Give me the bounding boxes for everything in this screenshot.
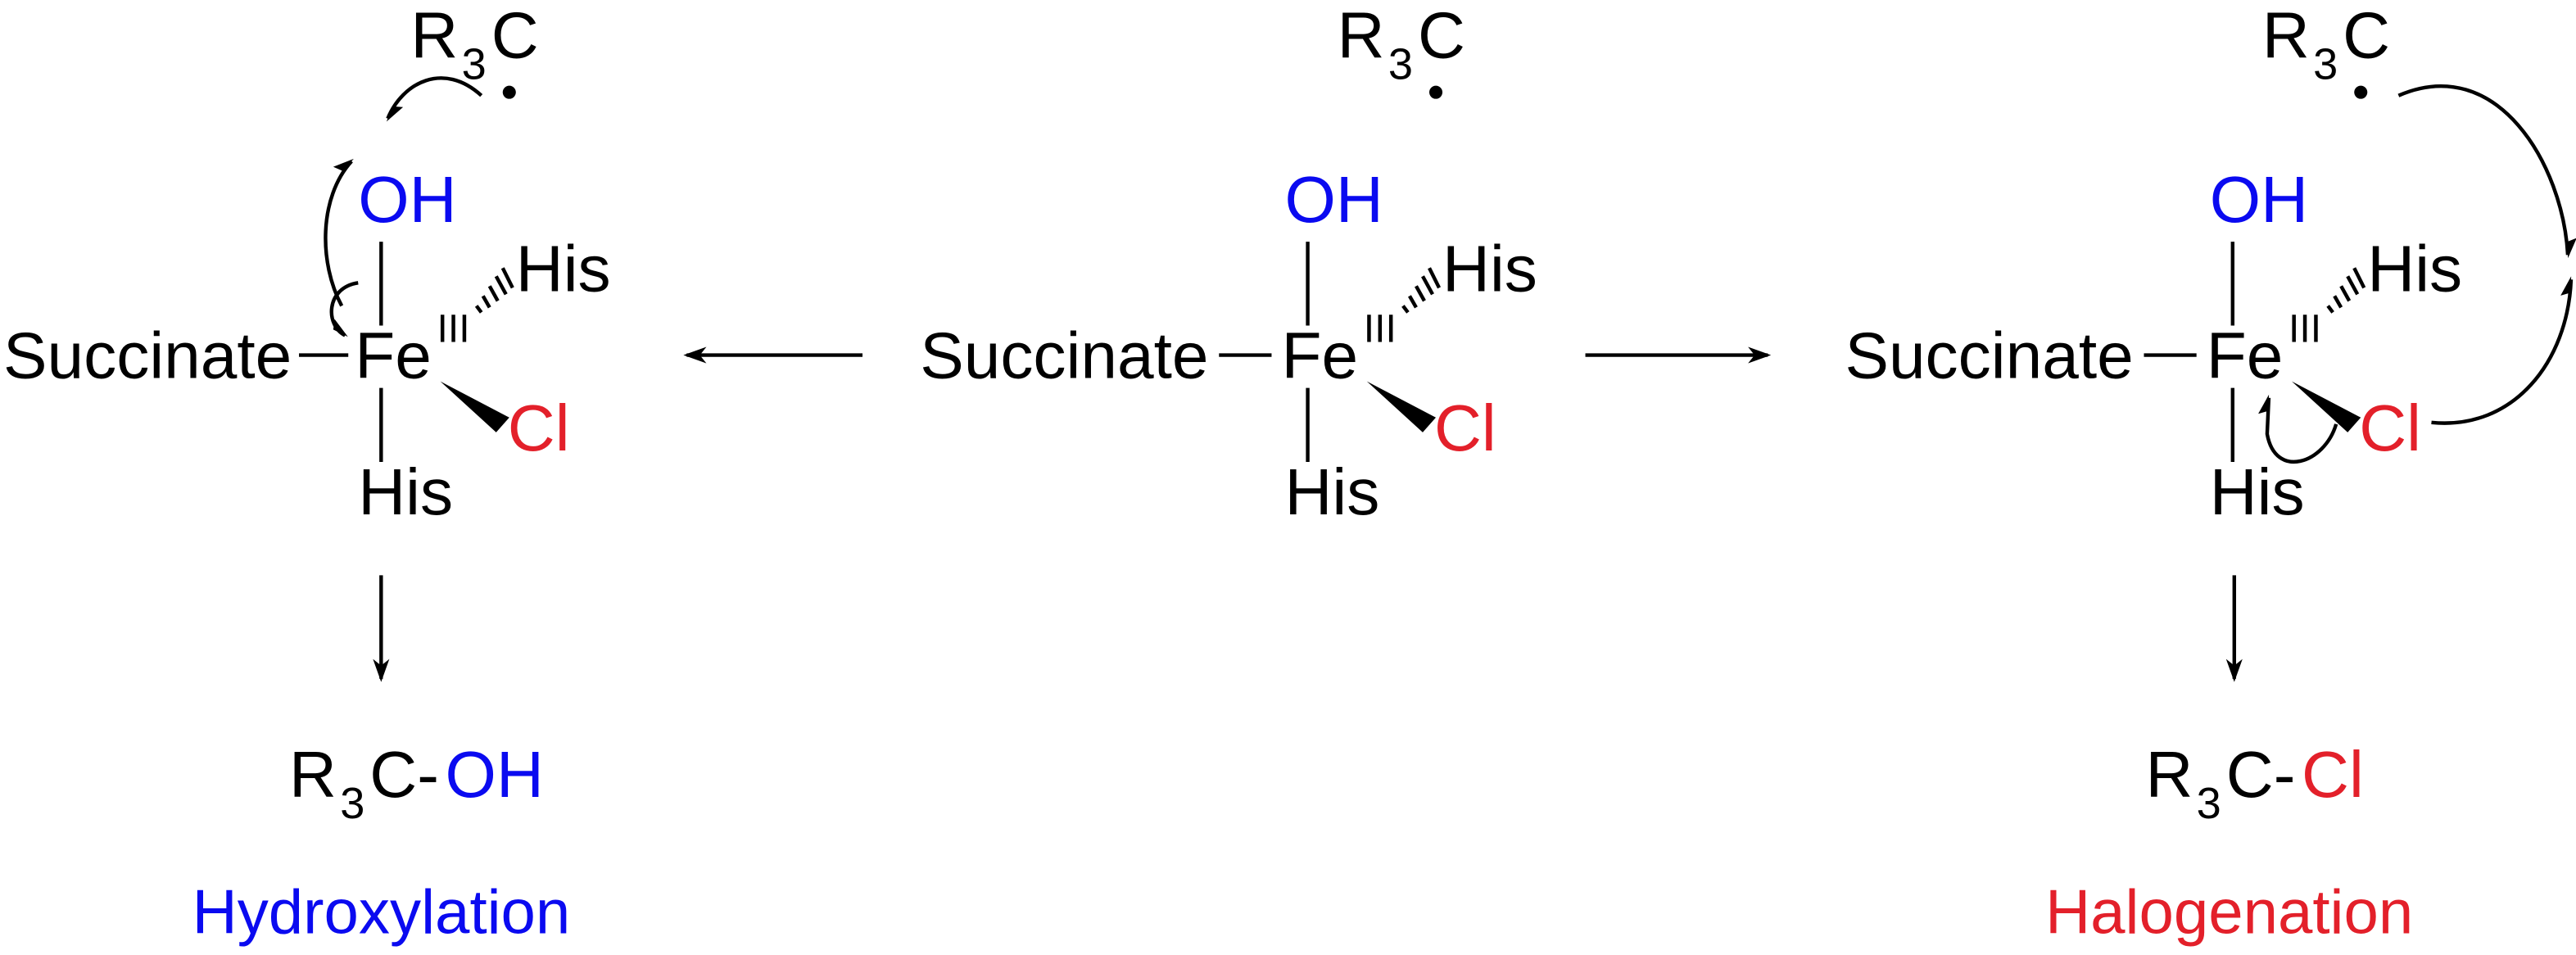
cl-ligand: Cl — [508, 391, 570, 464]
radical-subscript: 3 — [462, 40, 487, 89]
product-cl: Cl — [2302, 737, 2364, 811]
radical-c: C — [491, 0, 539, 72]
radical-subscript: 3 — [1388, 40, 1413, 89]
his-ligand-equatorial: His — [1442, 231, 1537, 305]
product-subscript: 3 — [2197, 779, 2221, 828]
hydroxylation-label: Hydroxylation — [192, 878, 571, 948]
curved-arrow-radical — [2397, 84, 2576, 259]
his-ligand-axial: His — [2210, 455, 2305, 528]
curved-arrow-bond — [2257, 394, 2338, 464]
product-c: C- — [369, 737, 439, 811]
product-r: R — [2145, 737, 2193, 811]
solid-wedge-cl — [2292, 381, 2361, 432]
left-complex: R 3 C OH Succinate Fe III His Cl His R 3… — [3, 0, 611, 948]
radical-dot — [2354, 85, 2368, 99]
solid-wedge-cl — [440, 381, 509, 432]
radical-c: C — [2343, 0, 2390, 72]
oxidation-state: III — [2289, 307, 2321, 351]
oh-ligand: OH — [1284, 162, 1383, 236]
iron-center: Fe — [355, 319, 432, 392]
his-ligand-equatorial: His — [2367, 231, 2462, 305]
curved-arrow-cl — [2431, 276, 2574, 425]
succinate-ligand: Succinate — [920, 319, 1208, 392]
radical-r: R — [410, 0, 458, 72]
middle-complex: R 3 C OH Succinate Fe III His Cl His — [920, 0, 1537, 528]
radical-r: R — [2262, 0, 2310, 72]
curved-arrow-oh — [324, 158, 354, 307]
curved-arrow-radical — [386, 76, 483, 122]
radical-middle: R 3 C — [1338, 0, 1465, 99]
oxidation-state: III — [437, 307, 470, 351]
cl-ligand: Cl — [1434, 391, 1496, 464]
hashed-wedge-his — [474, 267, 514, 314]
radical-dot — [1428, 85, 1443, 99]
hashed-wedge-his — [1401, 267, 1442, 314]
his-ligand-axial: His — [1284, 455, 1379, 528]
product-hydroxylated: R 3 C- OH — [289, 737, 544, 828]
product-c: C- — [2226, 737, 2296, 811]
radical-right: R 3 C — [2262, 0, 2390, 99]
oh-ligand: OH — [358, 162, 456, 236]
radical-subscript: 3 — [2313, 40, 2338, 89]
product-oh: OH — [446, 737, 544, 811]
radical-c: C — [1418, 0, 1465, 72]
hashed-wedge-his — [2326, 267, 2366, 314]
succinate-ligand: Succinate — [1845, 319, 2133, 392]
his-ligand-equatorial: His — [516, 231, 611, 305]
radical-left: R 3 C — [410, 0, 539, 99]
iron-center: Fe — [2207, 319, 2284, 392]
radical-r: R — [1338, 0, 1385, 72]
oxidation-state: III — [1364, 307, 1397, 351]
product-halogenated: R 3 C- Cl — [2145, 737, 2363, 828]
cl-ligand: Cl — [2359, 391, 2421, 464]
product-subscript: 3 — [340, 779, 364, 828]
right-complex: R 3 C OH Succinate Fe III His Cl His R 3… — [1845, 0, 2576, 948]
iron-center: Fe — [1281, 319, 1358, 392]
succinate-ligand: Succinate — [3, 319, 292, 392]
his-ligand-axial: His — [358, 455, 453, 528]
curved-arrow-bond — [329, 281, 359, 337]
oh-ligand: OH — [2210, 162, 2308, 236]
solid-wedge-cl — [1366, 381, 1437, 432]
radical-dot — [502, 85, 516, 99]
product-r: R — [289, 737, 337, 811]
halogenation-label: Halogenation — [2045, 878, 2413, 948]
